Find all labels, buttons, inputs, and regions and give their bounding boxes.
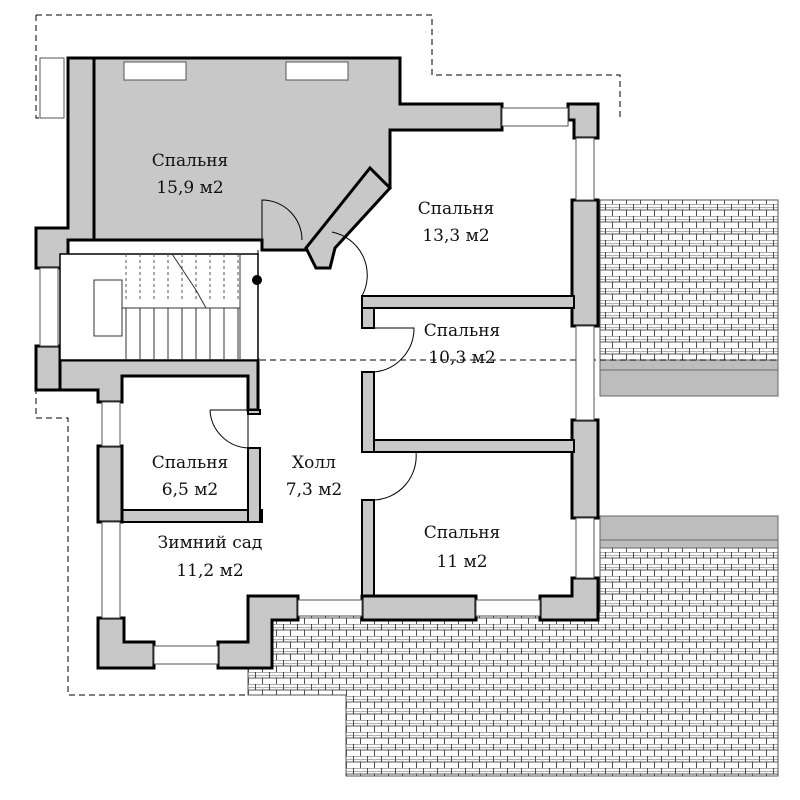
wall-garden-se	[216, 594, 300, 670]
window-east-1	[575, 137, 595, 201]
roof-tiles-bottom	[247, 539, 779, 777]
roof-ridge-upper-2	[599, 369, 779, 397]
stair-treads-bottom	[125, 308, 239, 360]
window-south-1	[475, 599, 541, 617]
room-label-bedroom-3-area: 10,3 м2	[428, 348, 495, 368]
staircase	[59, 253, 262, 361]
roof-ridge-lower-2	[599, 539, 779, 549]
wall-east-upper	[566, 102, 600, 140]
room-label-bedroom-3-name: Спальня	[424, 321, 501, 341]
window-south-3	[153, 645, 219, 665]
wall-garden-sw	[96, 616, 156, 670]
walls	[34, 56, 600, 670]
window-west-1	[101, 521, 121, 619]
room-label-bedroom-4-area: 6,5 м2	[162, 480, 218, 500]
wall-partition-2	[361, 439, 575, 453]
room-label-hall-name: Холл	[292, 453, 336, 473]
room-label-bedroom-1-area: 15,9 м2	[156, 178, 223, 198]
wall-bedroom-small-east	[247, 409, 261, 415]
room-label-bedroom-4-name: Спальня	[152, 453, 229, 473]
roof-tiles	[247, 199, 779, 777]
room-label-hall-area: 7,3 м2	[286, 480, 342, 500]
door-bedroom-small	[209, 409, 249, 449]
door-bedroom-2	[331, 231, 368, 297]
wall-east-pier-2	[570, 418, 600, 520]
windows	[39, 57, 595, 665]
wall-hall-east-3	[361, 499, 375, 601]
stair-newel-dot	[252, 275, 262, 285]
stair-treads-top	[125, 254, 239, 300]
roof-ridge-lower	[599, 515, 779, 541]
room-label-bedroom-2-area: 13,3 м2	[422, 226, 489, 246]
wall-hall-east-1	[361, 307, 375, 329]
wall-hall-east-2	[361, 371, 375, 453]
wall-diagonal	[304, 165, 393, 270]
door-bedroom-3	[373, 327, 415, 373]
wall-partition-1	[361, 295, 575, 309]
window-south-2	[297, 599, 363, 617]
roof-ridge-upper	[599, 359, 779, 371]
door-bedroom-4	[373, 451, 417, 501]
wall-stair-west	[34, 344, 62, 392]
room-labels: Спальня 15,9 м2 Спальня 13,3 м2 Спальня …	[152, 151, 501, 581]
window-north-2	[285, 61, 349, 81]
roof-outline-path	[36, 14, 621, 118]
room-label-garden-name: Зимний сад	[158, 533, 263, 553]
wall-stair-south	[34, 358, 260, 412]
window-east-3	[575, 517, 595, 579]
wall-garden-west-1	[96, 444, 124, 524]
wall-east-pier-1	[570, 198, 600, 328]
window-west-2	[101, 401, 121, 447]
window-east-2	[575, 325, 595, 421]
window-west-stair	[39, 267, 59, 347]
wall-east-lower	[538, 576, 600, 622]
window-north-3	[501, 107, 569, 127]
window-north-1	[123, 61, 187, 81]
window-top-left	[39, 57, 65, 119]
room-label-bedroom-2-name: Спальня	[418, 199, 495, 219]
wall-bedroom-small-east-2	[247, 447, 261, 523]
roof-tiles-right-top	[599, 199, 779, 361]
room-label-bedroom-1-name: Спальня	[152, 151, 229, 171]
door-bedroom-1	[261, 199, 303, 241]
wall-bedroom-small-south	[121, 509, 263, 523]
doors	[209, 199, 417, 501]
wall-north-left	[66, 56, 504, 252]
room-label-garden-area: 11,2 м2	[176, 561, 243, 581]
room-label-bedroom-5-area: 11 м2	[436, 552, 487, 572]
room-label-bedroom-5-name: Спальня	[424, 523, 501, 543]
wall-south-right	[360, 594, 478, 622]
